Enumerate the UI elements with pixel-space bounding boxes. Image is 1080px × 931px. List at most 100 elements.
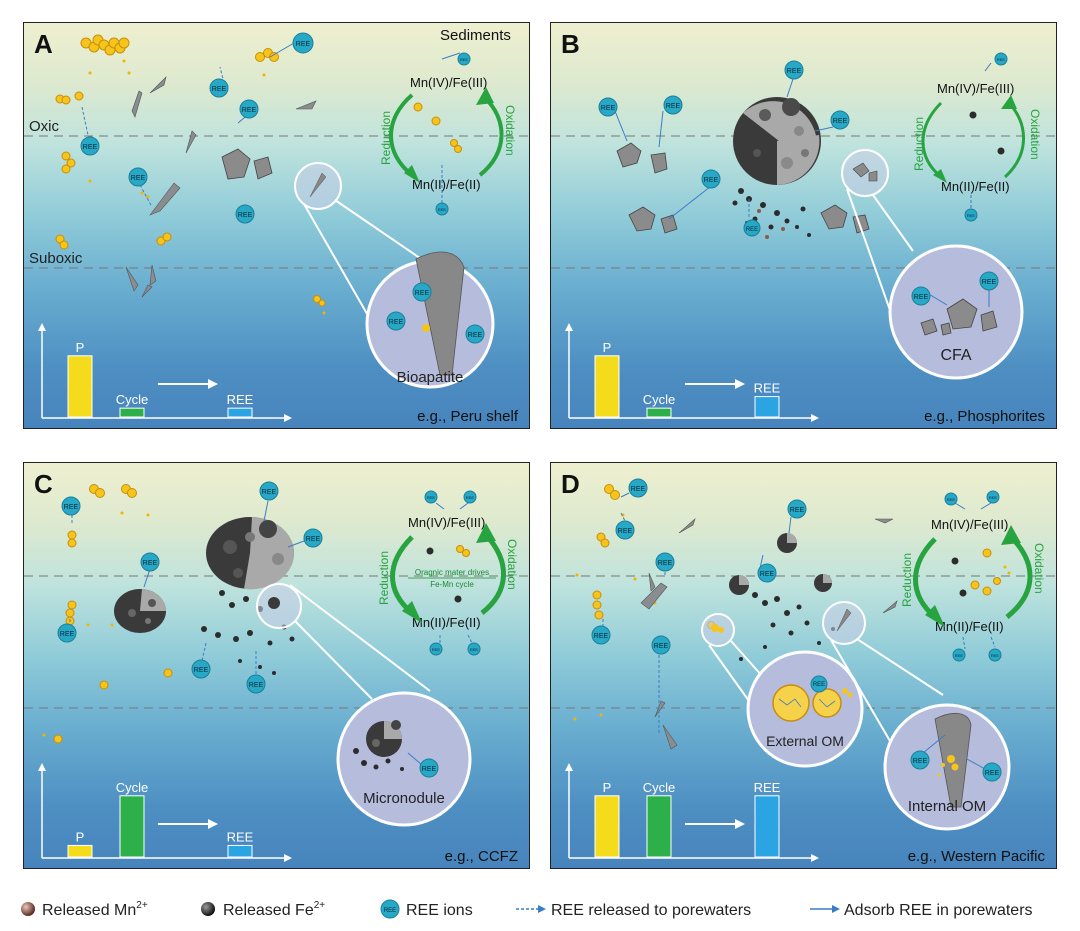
mn-fe-reduced-label: Mn(II)/Fe(II) xyxy=(412,177,481,192)
ree-ion-label: REE xyxy=(460,57,469,62)
ree-ion-label: REE xyxy=(422,766,437,773)
oxidation-arrowhead xyxy=(476,87,494,105)
small-shard xyxy=(836,608,852,632)
adsorb-legend-label: Adsorb REE in porewaters xyxy=(844,902,1033,919)
example-label: e.g., CCFZ xyxy=(445,848,518,865)
bar-ree xyxy=(227,844,253,858)
ree-ion: REE xyxy=(419,758,439,778)
zoom-circle-internal-label: Internal OM xyxy=(908,798,986,815)
zoom-circle-label: Micronodule xyxy=(363,790,445,807)
ree-ion-label: REE xyxy=(666,103,681,110)
small-mn-dots xyxy=(573,513,1011,721)
ree-ion: REE xyxy=(810,675,828,693)
ree-ion-label: REE xyxy=(427,495,436,500)
bar-chart: P Cycle REE xyxy=(38,323,292,422)
ree-ion: REE xyxy=(994,52,1008,66)
ree-ion-label: REE xyxy=(83,144,98,151)
bar-chart: P Cycle REE xyxy=(565,323,819,422)
bar-p xyxy=(67,844,93,858)
reduction-arrow xyxy=(389,93,414,177)
oxidation-arrowhead xyxy=(476,523,496,543)
bar-p xyxy=(594,355,620,418)
fe-mn-nodule xyxy=(733,97,821,185)
zoom-line xyxy=(730,640,764,678)
reduction-label: Reduction xyxy=(900,553,914,607)
reduction-label: Reduction xyxy=(379,111,393,165)
zoom-line xyxy=(846,188,892,314)
ree-ion: REE xyxy=(140,552,160,572)
ree-ion: REE xyxy=(651,635,671,655)
zoom-source-circle-internal xyxy=(822,601,866,645)
ree-ion: REE xyxy=(944,492,958,506)
ree-ion: REE xyxy=(615,520,635,540)
oxidation-arrow xyxy=(1005,535,1033,619)
bar-cycle xyxy=(646,795,672,858)
ree-ion: REE xyxy=(191,659,211,679)
ree-ion: REE xyxy=(465,324,485,344)
ree-ion: REE xyxy=(952,648,966,662)
ree-ion-label: REE xyxy=(787,68,802,75)
legend: Released Mn2+ Released Fe2+ REE REE ions… xyxy=(21,899,1033,919)
ree-ion-label: REE xyxy=(760,571,775,578)
oxidation-label: Oxidation xyxy=(1028,109,1042,160)
fe-mn-nodule-small xyxy=(114,589,167,633)
cycle-note-line2: Fe-Mn cycle xyxy=(430,580,474,589)
reduction-arrow xyxy=(921,101,943,179)
example-label: e.g., Phosphorites xyxy=(924,408,1045,425)
fe-legend-icon xyxy=(201,902,215,916)
bar-cycle-label: Cycle xyxy=(116,392,149,407)
ree-ion: REE xyxy=(964,208,978,222)
ree-ion-label: REE xyxy=(415,290,430,297)
ree-ion-label: REE xyxy=(631,486,646,493)
ree-ion-label: REE xyxy=(618,528,633,535)
mn-fe-oxidized-label: Mn(IV)/Fe(III) xyxy=(931,517,1008,532)
ree-ion-label: REE xyxy=(989,495,998,500)
micronodule-small xyxy=(268,597,280,609)
om-particle xyxy=(711,624,719,632)
axis-arrowhead xyxy=(811,414,819,422)
panel-c: C REE REE REE xyxy=(23,462,530,869)
ree-legend-icon-label: REE xyxy=(384,908,396,914)
ree-ion: REE xyxy=(911,286,931,306)
ree-arrows xyxy=(614,62,992,220)
ree-ion-label: REE xyxy=(704,177,719,184)
ree-ion-label: REE xyxy=(238,212,253,219)
mn-fe-oxidized-label: Mn(IV)/Fe(III) xyxy=(408,515,485,530)
ree-ion: REE xyxy=(292,32,314,54)
bar-p-label: P xyxy=(603,340,612,355)
cfa-crystals xyxy=(616,142,870,234)
ree-ion-label: REE xyxy=(249,682,264,689)
ree-ion: REE xyxy=(743,219,761,237)
bar-p-label: P xyxy=(76,340,85,355)
example-label: e.g., Western Pacific xyxy=(908,848,1046,865)
axis-arrowhead xyxy=(284,854,292,862)
om-particles xyxy=(937,755,959,777)
trend-arrowhead xyxy=(208,819,218,829)
cfa-crystals-zoom xyxy=(920,298,998,336)
oxidation-arrow xyxy=(480,533,506,615)
fe-legend-label: Released Fe2+ xyxy=(223,900,325,919)
zoom-line xyxy=(334,199,434,268)
bar-p xyxy=(594,795,620,858)
ree-arrows xyxy=(602,492,996,733)
ree-ion-label: REE xyxy=(296,41,311,48)
small-mn-dots xyxy=(42,511,150,737)
ree-ion-label: REE xyxy=(833,118,848,125)
ree-ion-label: REE xyxy=(997,57,1006,62)
ree-ion-label: REE xyxy=(658,560,673,567)
ree-ion-label: REE xyxy=(914,294,929,301)
bar-cycle xyxy=(119,407,145,418)
zoom-circle xyxy=(336,691,472,827)
ree-ion: REE xyxy=(239,99,259,119)
ree-ion-label: REE xyxy=(438,207,447,212)
bar-cycle xyxy=(646,407,672,418)
bioapatite-fragments xyxy=(640,518,898,750)
ree-ion: REE xyxy=(910,750,930,770)
ree-ion: REE xyxy=(61,496,81,516)
ree-ion: REE xyxy=(628,478,648,498)
ree-ion-label: REE xyxy=(813,682,825,688)
ree-ion-label: REE xyxy=(470,647,479,652)
mn-fe-reduced-label: Mn(II)/Fe(II) xyxy=(941,179,1010,194)
ree-ion: REE xyxy=(655,552,675,572)
